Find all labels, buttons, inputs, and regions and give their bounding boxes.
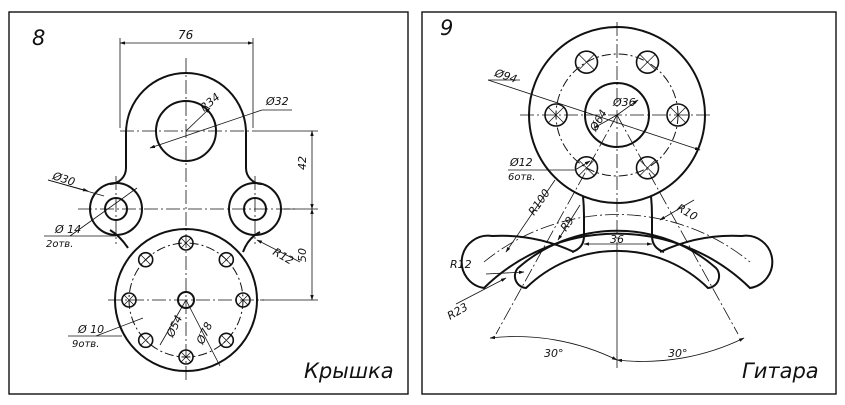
left-panel-frame xyxy=(8,11,409,395)
body-center-arc xyxy=(483,214,751,263)
bolt-hole-cross xyxy=(220,254,232,266)
right-panel-frame xyxy=(421,11,837,395)
bolt-hole-cross xyxy=(123,294,135,306)
dim-d12-count: 6отв. xyxy=(508,172,535,183)
bolt-hole xyxy=(218,251,235,268)
dim-w36: 36 xyxy=(610,233,624,246)
dim-h50: 50 xyxy=(296,248,309,262)
dim-r12-right: R12 xyxy=(450,258,472,271)
lower-left-blend xyxy=(109,229,129,249)
bolt-hole-right-cross xyxy=(578,53,595,71)
dim-width-76: 76 xyxy=(178,28,194,42)
dim-d36: Ø36 xyxy=(612,96,636,109)
left-panel-title: Крышка xyxy=(304,359,394,383)
dim-r100: R100 xyxy=(526,187,553,218)
dim-d30: Ø30 xyxy=(50,169,77,189)
bolt-hole-cross xyxy=(140,254,152,266)
bolt-hole-right-cross xyxy=(639,53,656,71)
bolt-hole-cross xyxy=(140,334,152,346)
dim-d10-count: 9отв. xyxy=(72,339,99,350)
neck-right-edge xyxy=(650,195,665,253)
bolt-hole-right xyxy=(635,156,660,180)
top-lobe-outline xyxy=(125,72,263,185)
dim-d14-count: 2отв. xyxy=(46,239,73,250)
left-side-outline xyxy=(109,133,127,185)
bolt-hole-cross xyxy=(220,334,232,346)
bolt-hole xyxy=(137,251,154,268)
dim-h42: 42 xyxy=(296,156,309,170)
right-panel-title: Гитара xyxy=(742,359,819,383)
dim-d54: Ø54 xyxy=(164,313,186,340)
dim-angle-right: 30° xyxy=(668,347,688,360)
neck-left-edge xyxy=(571,195,585,253)
dim-r12: R12 xyxy=(271,245,296,267)
bolt-hole-right-cross xyxy=(578,159,595,177)
right-panel-number: 9 xyxy=(440,16,453,40)
dim-d14: Ø 14 xyxy=(54,223,81,236)
left-part-drawing: 8 76 Ø32 R34 Ø30 Ø 14 2отв. 42 50 R12 Ø … xyxy=(32,26,394,383)
dim-d12: Ø12 xyxy=(509,156,533,169)
bolt-hole xyxy=(218,332,235,349)
bolt-hole-right xyxy=(574,50,599,74)
bolt-hole-right xyxy=(635,50,660,74)
left-panel-number: 8 xyxy=(32,26,45,50)
dim-d32: Ø32 xyxy=(265,95,289,108)
bolt-hole-right xyxy=(666,103,690,127)
dim-r23: R23 xyxy=(445,301,470,323)
bolt-hole-right xyxy=(574,156,599,180)
right-part-drawing: 9 Ø94 Ø36 Ø64 Ø12 6отв. R100 R9 R10 36 R… xyxy=(440,16,819,383)
dim-r34: R34 xyxy=(198,90,223,114)
bolt-hole xyxy=(137,332,154,349)
dim-d10: Ø 10 xyxy=(77,323,104,336)
bolt-hole-right-cross xyxy=(639,159,656,177)
dim-d78: Ø78 xyxy=(194,320,216,347)
dim-angle-left: 30° xyxy=(544,347,564,360)
lower-right-blend xyxy=(242,231,261,253)
dim-r10: R10 xyxy=(675,201,700,223)
